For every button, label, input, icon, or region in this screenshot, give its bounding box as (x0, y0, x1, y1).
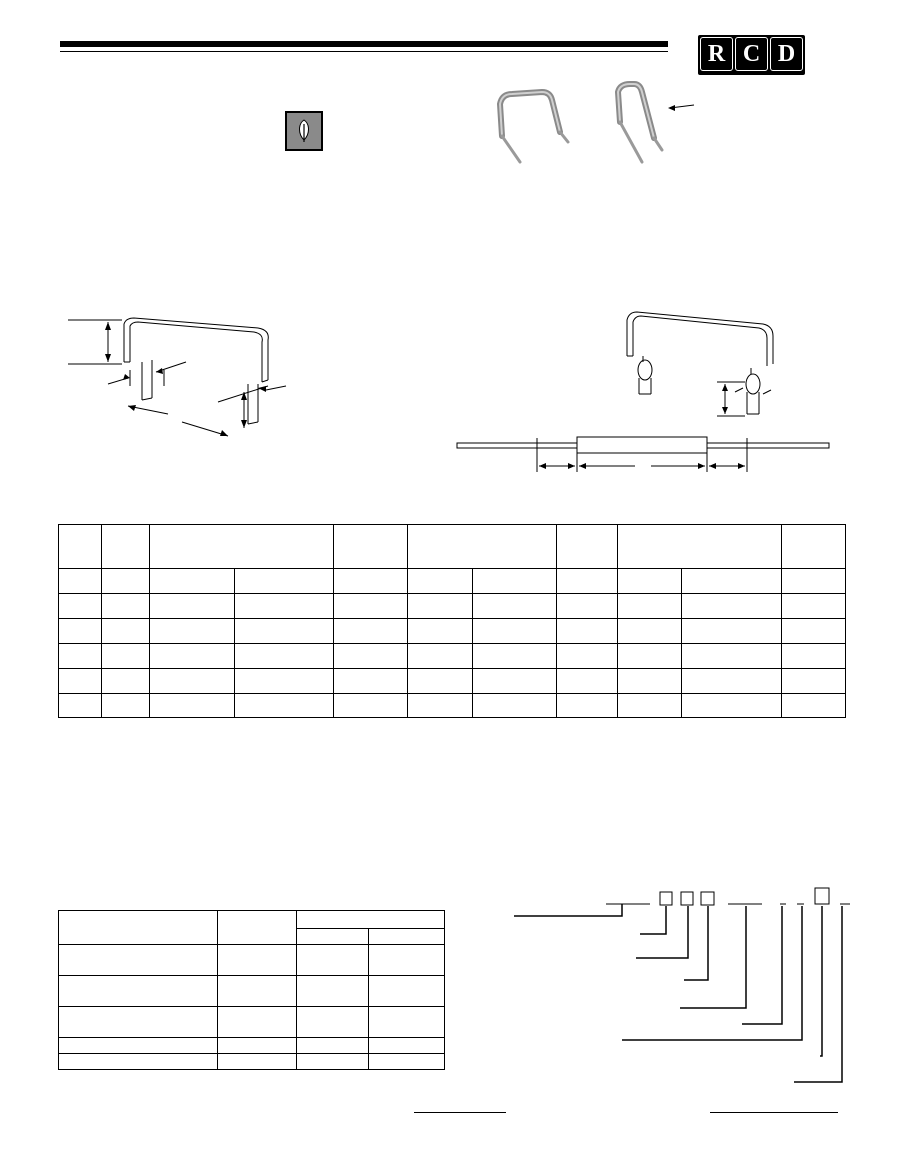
footer-rule-left (414, 1112, 506, 1113)
product-photo (496, 81, 695, 164)
header-rule-thin (60, 51, 668, 52)
header-rule-thick (60, 41, 668, 47)
footer-rule-right (710, 1112, 838, 1113)
rating-table (57, 910, 446, 1070)
logo-letter-d: D (770, 37, 803, 71)
leaf-icon (299, 119, 309, 142)
rcd-logo: R C D (698, 35, 805, 75)
arrow-left-icon (668, 104, 695, 111)
part-number-diagram (514, 887, 850, 1083)
rohs-badge (285, 111, 323, 151)
spec-table (58, 524, 846, 718)
dimension-drawing-right (456, 311, 830, 472)
logo-letter-c: C (735, 37, 768, 71)
logo-letter-r: R (700, 37, 733, 71)
dimension-drawing-left (68, 317, 287, 437)
